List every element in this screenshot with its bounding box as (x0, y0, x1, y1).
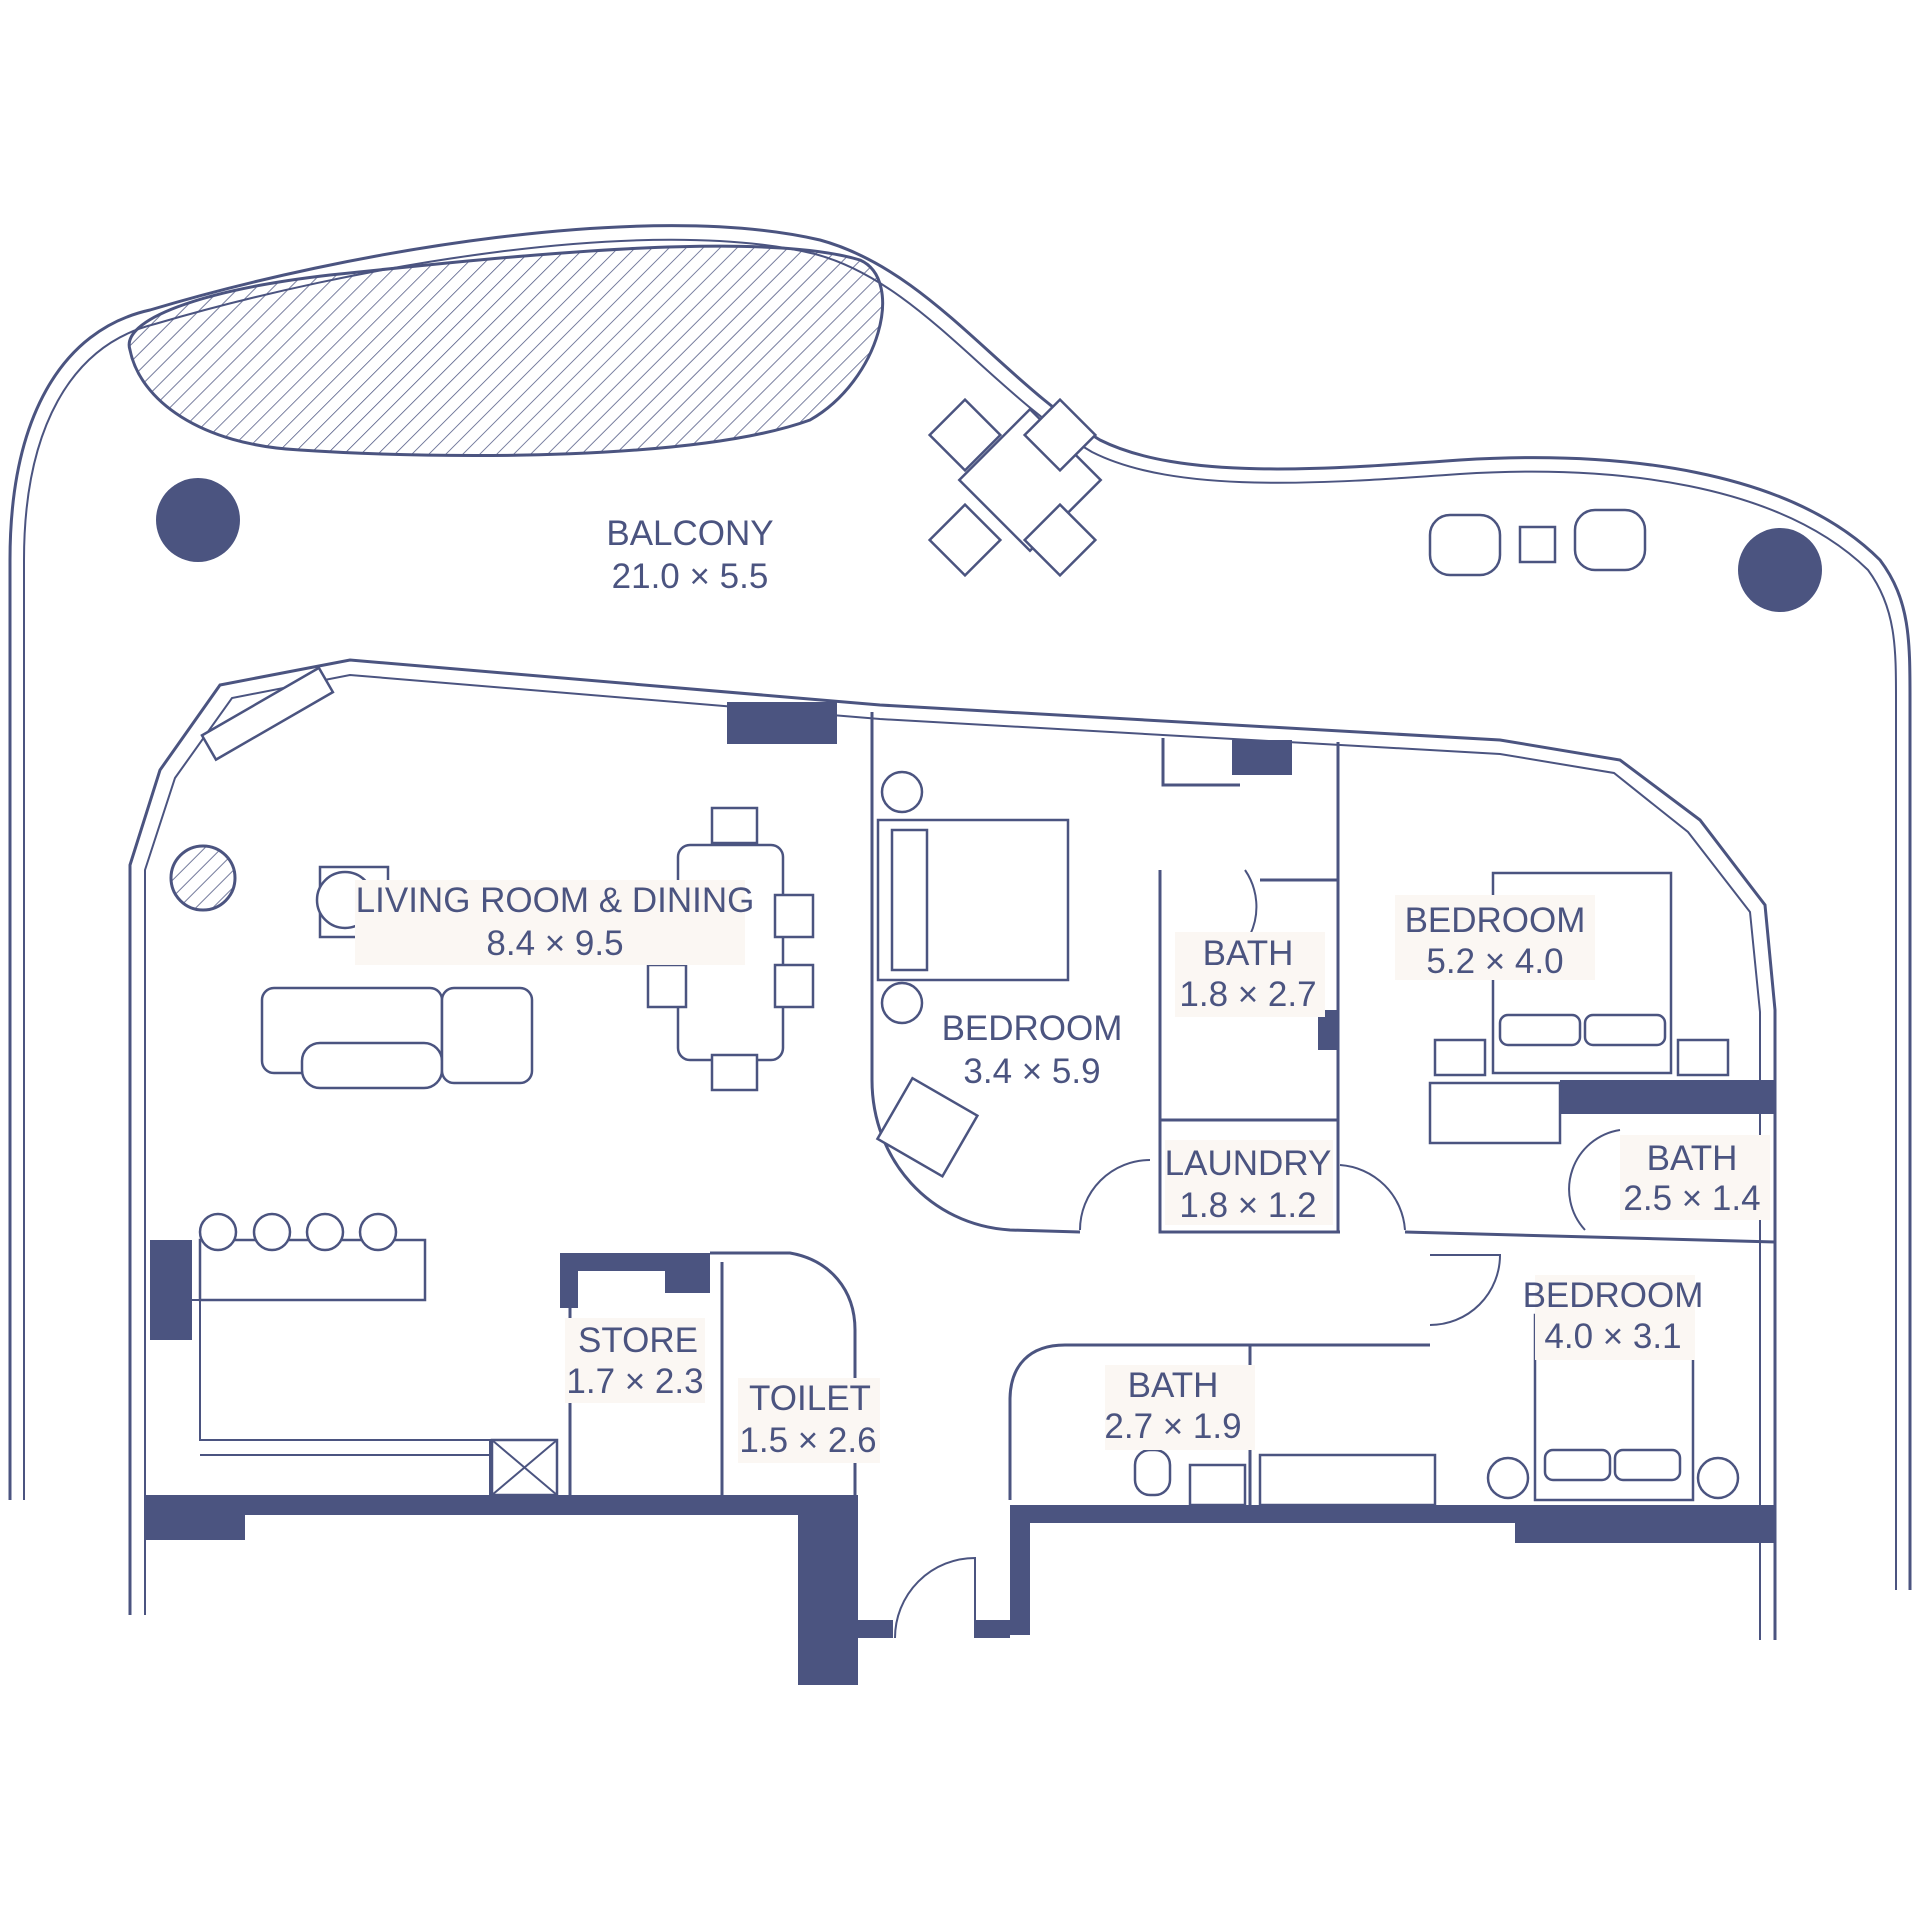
room-bedroom-3: BEDROOM 4.0 × 3.1 (1523, 1275, 1704, 1360)
room-name: LIVING ROOM & DINING (356, 881, 755, 920)
planter (127, 244, 884, 458)
room-size: 2.5 × 1.4 (1623, 1179, 1760, 1218)
room-name: BEDROOM (1405, 901, 1586, 940)
sofa (260, 986, 534, 1090)
balcony-railing (8, 224, 1912, 1590)
room-name: BEDROOM (942, 1009, 1123, 1048)
room-name: LAUNDRY (1165, 1144, 1332, 1183)
room-size: 1.7 × 2.3 (566, 1362, 703, 1401)
column (1738, 528, 1822, 612)
outdoor-dining-set (927, 397, 1103, 578)
room-living-dining: LIVING ROOM & DINING 8.4 × 9.5 (355, 880, 754, 965)
room-name: TOILET (749, 1379, 871, 1418)
room-bedroom-1: BEDROOM 3.4 × 5.9 (942, 1009, 1123, 1091)
room-size: 21.0 × 5.5 (612, 557, 769, 596)
room-name: BATH (1203, 934, 1294, 973)
room-size: 8.4 × 9.5 (486, 924, 623, 963)
bed (876, 818, 1070, 982)
room-name: BATH (1128, 1366, 1219, 1405)
room-size: 4.0 × 3.1 (1544, 1317, 1681, 1356)
tv-unit (200, 666, 335, 762)
room-size: 1.8 × 2.7 (1179, 975, 1316, 1014)
room-bath-2: BATH 2.5 × 1.4 (1620, 1135, 1770, 1220)
room-name: STORE (578, 1321, 698, 1360)
room-size: 1.5 × 2.6 (739, 1421, 876, 1460)
room-balcony: BALCONY 21.0 × 5.5 (606, 514, 773, 596)
room-size: 2.7 × 1.9 (1104, 1407, 1241, 1446)
facade-glazing (128, 658, 1777, 1640)
room-size: 5.2 × 4.0 (1426, 942, 1563, 981)
room-bath-3: BATH 2.7 × 1.9 (1104, 1365, 1255, 1450)
room-size: 3.4 × 5.9 (963, 1052, 1100, 1091)
room-name: BATH (1647, 1139, 1738, 1178)
room-laundry: LAUNDRY 1.8 × 1.2 (1165, 1140, 1333, 1225)
room-bath-1: BATH 1.8 × 2.7 (1175, 932, 1325, 1017)
room-size: 1.8 × 1.2 (1179, 1186, 1316, 1225)
kitchen-island (198, 1212, 427, 1302)
room-name: BEDROOM (1523, 1276, 1704, 1315)
room-store: STORE 1.7 × 2.3 (565, 1318, 705, 1403)
plant (169, 844, 237, 912)
room-toilet: TOILET 1.5 × 2.6 (738, 1378, 880, 1463)
column (156, 478, 240, 562)
room-name: BALCONY (606, 514, 773, 553)
room-bedroom-2: BEDROOM 5.2 × 4.0 (1395, 895, 1595, 981)
outdoor-lounge-set (1428, 508, 1647, 577)
